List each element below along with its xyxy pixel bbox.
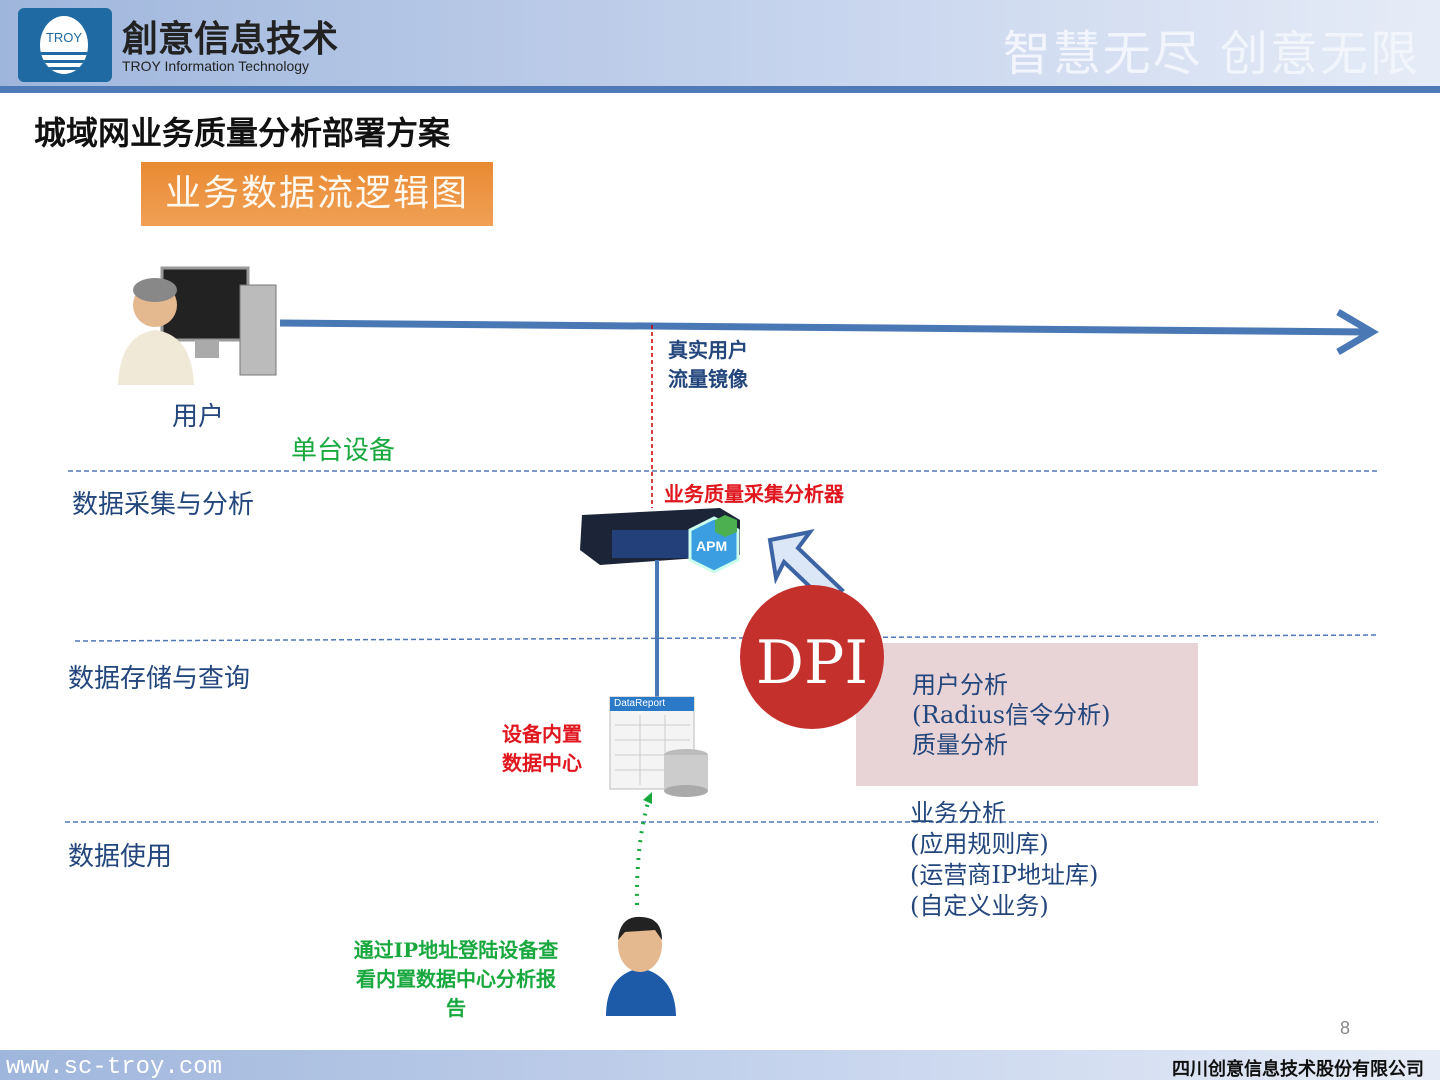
user-analysis-box (856, 643, 1198, 786)
troy-logo: TROY (18, 8, 112, 82)
header-divider (0, 86, 1440, 93)
mirror-label: 真实用户流量镜像 (668, 338, 748, 391)
layer-storage: 数据存储与查询 (68, 664, 251, 694)
user-label: 用户 (172, 402, 225, 432)
apm-label: APM (696, 538, 728, 554)
page-number: 8 (1340, 1018, 1351, 1038)
dpi-circle (740, 585, 884, 729)
brand-name-en: TROY Information Technology (122, 58, 310, 74)
report-title: DataReport (614, 698, 666, 709)
section-banner: 业务数据流逻辑图 (141, 162, 493, 226)
data-report-icon (609, 696, 708, 797)
page-title: 城域网业务质量分析部署方案 (34, 114, 451, 152)
traffic-arrow (279, 319, 1371, 336)
access-arrow (634, 795, 652, 906)
slogan: 智慧无尽 创意无限 (1002, 26, 1420, 82)
layer-usage: 数据使用 (68, 842, 173, 872)
single-device-label: 单台设备 (291, 436, 396, 466)
user-computer-icon (118, 266, 277, 385)
analyst-user-icon (606, 916, 676, 1016)
datacenter-label: 设备内置数据中心 (502, 722, 582, 775)
access-note: 通过IP地址登陆设备查看内置数据中心分析报告 (353, 938, 559, 1020)
dpi-label: DPI (755, 628, 869, 698)
footer-url[interactable]: www.sc-troy.com (6, 1054, 223, 1081)
user-analysis-text: 用户分析(Radius信令分析)质量分析 (912, 671, 1111, 759)
brand-name-cn: 創意信息技术 (122, 18, 339, 60)
analyzer-label: 业务质量采集分析器 (664, 482, 844, 506)
biz-analysis-text: 业务分析(应用规则库)(运营商IP地址库)(自定义业务) (910, 799, 1099, 920)
apm-badge-icon (688, 515, 740, 574)
logo-text: TROY (45, 30, 83, 45)
footer-company: 四川创意信息技术股份有限公司 (1172, 1059, 1424, 1080)
footer-banner (0, 1050, 1440, 1080)
header-banner (0, 0, 1440, 88)
layer-collect: 数据采集与分析 (72, 490, 255, 520)
